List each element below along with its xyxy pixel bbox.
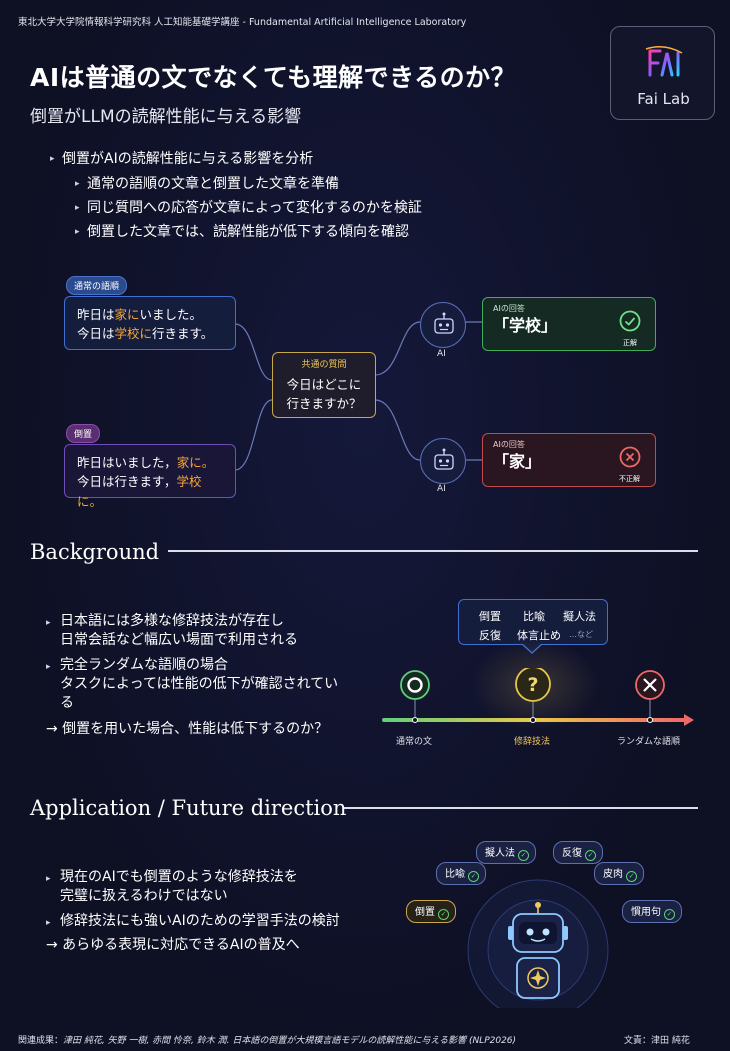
question-mark-icon: ? — [515, 668, 551, 702]
application-bullet-3: → あらゆる表現に対応できるAIの普及へ — [46, 937, 300, 953]
intro-main-bullet: ▸倒置がAIの読解性能に与える影響を分析 — [50, 151, 314, 167]
fai-logo-icon — [645, 46, 683, 77]
answer-wrong: AIの回答 「家」 不正解 — [482, 433, 656, 487]
intro-sub-bullet-1: ▸通常の語順の文章と倒置した文章を準備 — [75, 176, 339, 192]
background-bullet-2: ▸完全ランダムな語順の場合 タスクによっては性能の低下が確認されてい る — [46, 657, 339, 711]
ai-label-1: AI — [437, 349, 446, 359]
related-work: 関連成果：津田 純花, 矢野 一樹, 赤間 怜奈, 鈴木 潤. 日本語の倒置が大… — [18, 1036, 517, 1046]
ai-robot-icon-2 — [420, 438, 466, 484]
affiliation: 東北大学大学院情報科学研究科 人工知能基礎学講座 - Fundamental A… — [18, 17, 467, 28]
robot-icon — [434, 312, 454, 334]
inversion-tag: 倒置 — [66, 424, 101, 443]
chip-repetition: 反復✓ — [553, 841, 603, 864]
application-rule — [344, 807, 698, 809]
chip-inversion: 倒置✓ — [406, 900, 456, 923]
difficulty-scale: ? — [382, 668, 694, 726]
background-bullet-1: ▸日本語には多様な修辞技法が存在し 日常会話など幅広い場面で利用される — [46, 613, 298, 648]
scale-label-random: ランダムな語順 — [617, 737, 681, 747]
check-icon: ✓ — [664, 909, 675, 920]
diagram-connectors — [234, 321, 482, 471]
scale-label-normal: 通常の文 — [396, 737, 433, 747]
circle-mark-icon — [400, 670, 430, 700]
application-heading: Application / Future direction — [30, 796, 347, 820]
background-rule — [168, 550, 698, 552]
x-circle-icon — [619, 446, 641, 468]
application-bullet-2: ▸修辞技法にも強いAIのための学習手法の検討 — [46, 913, 340, 929]
check-icon: ✓ — [585, 850, 596, 861]
check-icon: ✓ — [626, 871, 637, 882]
background-heading: Background — [30, 540, 160, 564]
application-bullet-1: ▸現在のAIでも倒置のような修辞技法を 完璧に扱えるわけではない — [46, 869, 298, 904]
lab-logo: Fai Lab — [610, 26, 715, 120]
correct-label: 正解 — [623, 339, 637, 347]
page-subtitle: 倒置がLLMの読解性能に与える影響 — [30, 107, 302, 127]
check-circle-icon — [619, 310, 641, 332]
callout-pointer — [522, 644, 542, 654]
ai-robot-icon — [420, 302, 466, 348]
chip-personification: 擬人法✓ — [476, 841, 536, 864]
techniques-box: 倒置 比喩 擬人法 反復 体言止め …など — [458, 599, 608, 645]
svg-text:?: ? — [527, 674, 538, 696]
check-icon: ✓ — [468, 871, 479, 882]
cross-mark-icon — [635, 670, 665, 700]
intro-sub-bullet-3: ▸倒置した文章では、読解性能が低下する傾向を確認 — [75, 224, 409, 240]
background-question: → 倒置を用いた場合、性能は低下するのか？ — [46, 721, 329, 737]
ai-label-2: AI — [437, 484, 446, 494]
author: 文責：津田 純花 — [624, 1036, 690, 1046]
page-title: AIは普通の文でなくても理解できるのか？ — [30, 63, 517, 92]
normal-order-text: 昨日は家にいました。 今日は学校に行きます。 — [64, 296, 236, 350]
answer-correct: AIの回答 「学校」 正解 — [482, 297, 656, 351]
chip-idiom: 慣用句✓ — [622, 900, 682, 923]
inverted-text: 昨日はいました，家に。 今日は行きます，学校に。 — [64, 444, 236, 509]
check-icon: ✓ — [518, 850, 529, 861]
chip-irony: 皮肉✓ — [594, 862, 644, 885]
common-question: 共通の質問 今日はどこに 行きますか？ — [272, 352, 376, 418]
intro-sub-bullet-2: ▸同じ質問への応答が文章によって変化するのかを検証 — [75, 200, 422, 216]
scale-label-rhetoric: 修辞技法 — [514, 737, 551, 747]
logo-text: Fai Lab — [637, 90, 690, 108]
wrong-label: 不正解 — [619, 475, 640, 483]
chip-metaphor: 比喩✓ — [436, 862, 486, 885]
normal-order-tag: 通常の語順 — [66, 276, 128, 295]
robot-icon-large — [508, 902, 568, 999]
check-icon: ✓ — [438, 909, 449, 920]
robot-icon — [434, 448, 454, 470]
